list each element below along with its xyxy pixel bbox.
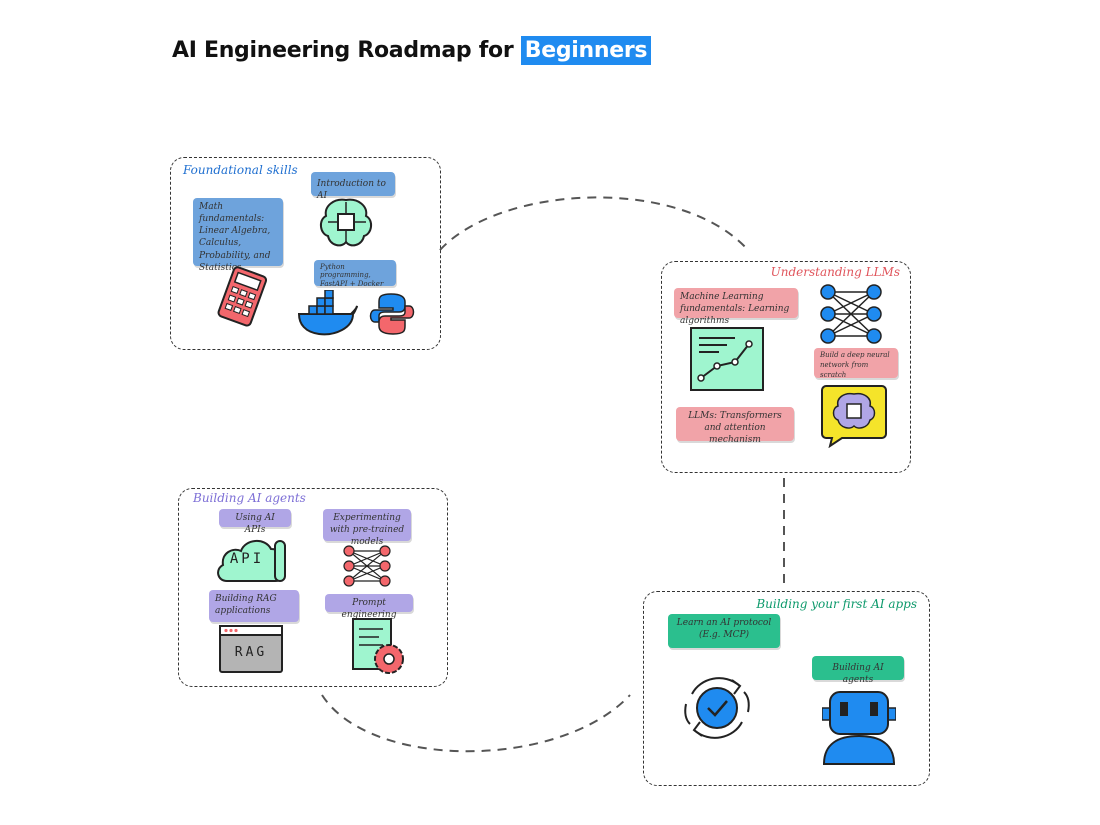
python-programming-note: Python programming, FastAPI + Docker <box>314 260 396 288</box>
deep-neural-network-note: Build a deep neural network from scratch <box>814 348 898 379</box>
rag-applications-note: Building RAG applications <box>209 590 299 622</box>
understanding-llms-panel: Understanding LLMs Machine Learning fund… <box>661 261 911 473</box>
panel-title: Understanding LLMs <box>770 265 900 279</box>
network-icon <box>343 545 391 587</box>
pretrained-models-note: Experimenting with pre-trained models <box>323 509 411 547</box>
building-ai-agents-panel: Building AI agents Using AI APIs Experim… <box>178 488 448 687</box>
rag-label: RAG <box>234 645 268 660</box>
chart-icon <box>690 327 764 391</box>
neural-network-icon <box>820 284 882 344</box>
brain-chip-icon <box>320 198 372 247</box>
first-ai-apps-panel: Building your first AI apps Learn an AI … <box>643 591 930 786</box>
calculator-icon <box>217 266 268 327</box>
page-title: AI Engineering Roadmap for Beginners <box>172 36 652 65</box>
sync-check-icon <box>684 677 750 739</box>
llm-transformers-note: LLMs: Transformers and attention mechani… <box>676 407 794 445</box>
api-cloud-icon: API <box>213 533 289 583</box>
using-ai-apis-note: Using AI APIs <box>219 509 291 535</box>
ai-protocol-note: Learn an AI protocol (E.g. MCP) <box>668 614 780 648</box>
panel-title: Building AI agents <box>193 491 306 505</box>
ml-fundamentals-note: Machine Learning fundamentals: Learning … <box>674 288 798 326</box>
panel-title: Building your first AI apps <box>756 597 917 611</box>
api-label: API <box>229 551 265 567</box>
python-icon <box>369 293 415 335</box>
math-fundamentals-note: Math fundamentals: Linear Algebra, Calcu… <box>193 198 283 273</box>
prompt-engineering-note: Prompt engineering <box>325 594 413 620</box>
title-highlight: Beginners <box>520 36 652 65</box>
prompt-doc-icon <box>352 618 404 674</box>
intro-ai-note: Introduction to AI <box>311 172 395 201</box>
robot-icon <box>822 691 896 765</box>
panel-title: Foundational skills <box>183 163 298 177</box>
rag-window-icon: RAG <box>219 625 283 673</box>
building-ai-agents-note: Building AI agents <box>812 656 904 685</box>
docker-icon <box>297 290 358 336</box>
foundational-skills-panel: Foundational skills Math fundamentals: L… <box>170 157 441 350</box>
ai-chat-icon <box>821 385 887 448</box>
